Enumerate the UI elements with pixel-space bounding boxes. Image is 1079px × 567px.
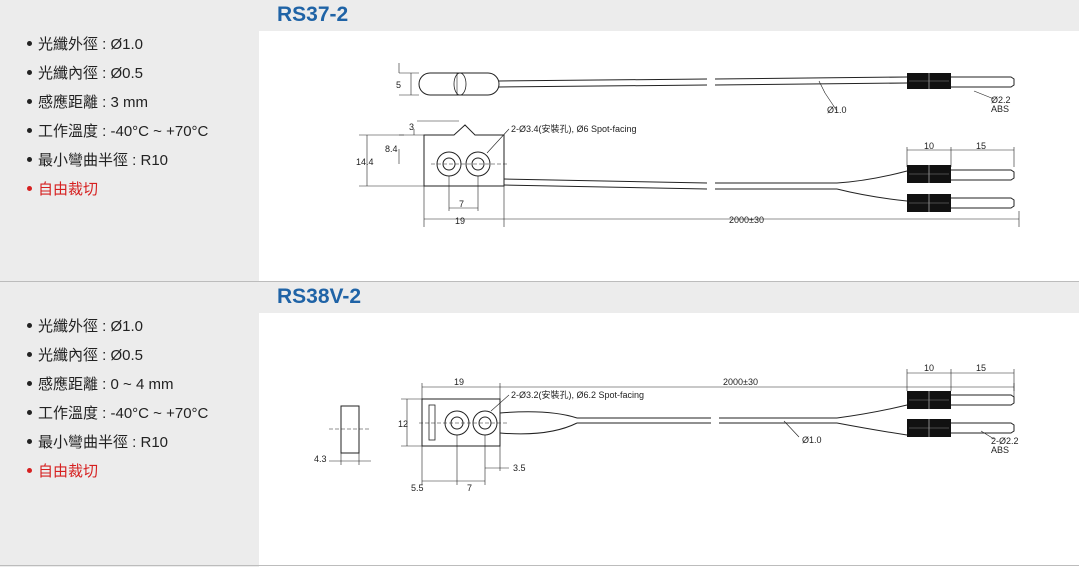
dim-label: 10 [924, 141, 934, 151]
dim-label: 4.3 [314, 454, 327, 464]
dim-label: 15 [976, 363, 986, 373]
spec-text: 感應距離 : 0 ~ 4 mm [38, 376, 174, 393]
spec-item-free-cut: 自由裁切 [27, 175, 208, 204]
dim-label: 10 [924, 363, 934, 373]
spec-text: 自由裁切 [38, 463, 99, 480]
rs38v-2-drawing: 19 2000±30 2-Ø3.2(安裝孔), Ø6.2 Spot-facing… [314, 363, 1019, 493]
bullet-icon [27, 127, 32, 133]
spec-text: 工作溫度 : -40°C ~ +70°C [38, 405, 209, 422]
dim-label: 3.5 [513, 463, 526, 473]
rs37-2-drawing: 5 3 8.4 14.4 7 19 2-Ø3.4(安裝孔), Ø6 Spot-f… [356, 63, 1020, 227]
spec-item: 光纖內徑 : Ø0.5 [27, 59, 208, 88]
bullet-icon [27, 185, 32, 191]
fiber-connector [907, 419, 1015, 437]
spec-item: 工作溫度 : -40°C ~ +70°C [27, 117, 208, 146]
spec-text: 最小彎曲半徑 : R10 [38, 152, 169, 169]
section-divider [0, 281, 1079, 282]
length-label: 2000±30 [729, 215, 764, 225]
spec-panel: 光纖外徑 : Ø1.0 光纖內徑 : Ø0.5 感應距離 : 0 ~ 4 mm … [0, 282, 259, 567]
bullet-icon [27, 156, 32, 162]
bullet-icon [27, 69, 32, 75]
spec-list: 光纖外徑 : Ø1.0 光纖內徑 : Ø0.5 感應距離 : 0 ~ 4 mm … [27, 312, 208, 486]
bullet-icon [27, 380, 32, 386]
dim-label: 5 [396, 80, 401, 90]
bottom-divider [0, 565, 1079, 566]
spec-text: 光纖外徑 : Ø1.0 [38, 36, 144, 53]
material-label: ABS [991, 445, 1009, 455]
spec-item: 最小彎曲半徑 : R10 [27, 428, 208, 457]
bullet-icon [27, 438, 32, 444]
dim-label: 15 [976, 141, 986, 151]
spec-text: 光纖內徑 : Ø0.5 [38, 65, 144, 82]
bullet-icon [27, 98, 32, 104]
product-title: RS37-2 [277, 3, 349, 26]
fiber-connector [907, 73, 1015, 89]
bullet-icon [27, 467, 32, 473]
bullet-icon [27, 322, 32, 328]
fiber-connector [907, 391, 1015, 409]
dim-label: 14.4 [356, 157, 374, 167]
dim-label: 7 [467, 483, 472, 493]
dim-label: 7 [459, 199, 464, 209]
spec-item: 最小彎曲半徑 : R10 [27, 146, 208, 175]
tip-dia-label: 2-Ø2.2 [991, 436, 1019, 446]
spec-item: 光纖外徑 : Ø1.0 [27, 312, 208, 341]
spec-text: 最小彎曲半徑 : R10 [38, 434, 169, 451]
dim-label: 19 [454, 377, 464, 387]
spec-item: 工作溫度 : -40°C ~ +70°C [27, 399, 208, 428]
fiber-connector [907, 194, 1015, 212]
material-label: ABS [991, 104, 1009, 114]
bullet-icon [27, 351, 32, 357]
sensor-head-top-view [418, 72, 500, 96]
length-label: 2000±30 [723, 377, 758, 387]
spec-text: 感應距離 : 3 mm [38, 94, 149, 111]
tip-dia-label: Ø2.2 [991, 95, 1011, 105]
title-bar: RS38V-2 [259, 282, 1079, 313]
product-section-rs37-2: 光纖外徑 : Ø1.0 光纖內徑 : Ø0.5 感應距離 : 3 mm 工作溫度… [0, 0, 1079, 281]
spec-text: 工作溫度 : -40°C ~ +70°C [38, 123, 209, 140]
bullet-icon [27, 40, 32, 46]
spec-item: 光纖外徑 : Ø1.0 [27, 30, 208, 59]
spec-item: 感應距離 : 3 mm [27, 88, 208, 117]
dim-label: 3 [409, 122, 414, 132]
fiber-dia-label: Ø1.0 [827, 105, 847, 115]
spec-item: 光纖內徑 : Ø0.5 [27, 341, 208, 370]
dim-label: 19 [455, 216, 465, 226]
sensor-head-front-view [421, 398, 501, 447]
spec-item: 感應距離 : 0 ~ 4 mm [27, 370, 208, 399]
bullet-icon [27, 409, 32, 415]
dim-label: 8.4 [385, 144, 398, 154]
hole-note: 2-Ø3.4(安裝孔), Ø6 Spot-facing [511, 123, 637, 134]
sensor-head-side-view [340, 405, 360, 454]
hole-note: 2-Ø3.2(安裝孔), Ø6.2 Spot-facing [511, 389, 644, 400]
product-title: RS38V-2 [277, 285, 362, 308]
spec-text: 光纖外徑 : Ø1.0 [38, 318, 144, 335]
dim-label: 12 [398, 419, 408, 429]
fiber-dia-label: Ø1.0 [802, 435, 822, 445]
spec-list: 光纖外徑 : Ø1.0 光纖內徑 : Ø0.5 感應距離 : 3 mm 工作溫度… [27, 30, 208, 204]
fiber-connector [907, 165, 1015, 183]
dim-label: 5.5 [411, 483, 424, 493]
spec-text: 光纖內徑 : Ø0.5 [38, 347, 144, 364]
spec-panel: 光纖外徑 : Ø1.0 光纖內徑 : Ø0.5 感應距離 : 3 mm 工作溫度… [0, 0, 259, 281]
product-section-rs38v-2: 光纖外徑 : Ø1.0 光纖內徑 : Ø0.5 感應距離 : 0 ~ 4 mm … [0, 282, 1079, 567]
sensor-head-front-view [423, 124, 505, 187]
spec-text: 自由裁切 [38, 181, 99, 198]
title-bar: RS37-2 [259, 0, 1079, 31]
spec-item-free-cut: 自由裁切 [27, 457, 208, 486]
